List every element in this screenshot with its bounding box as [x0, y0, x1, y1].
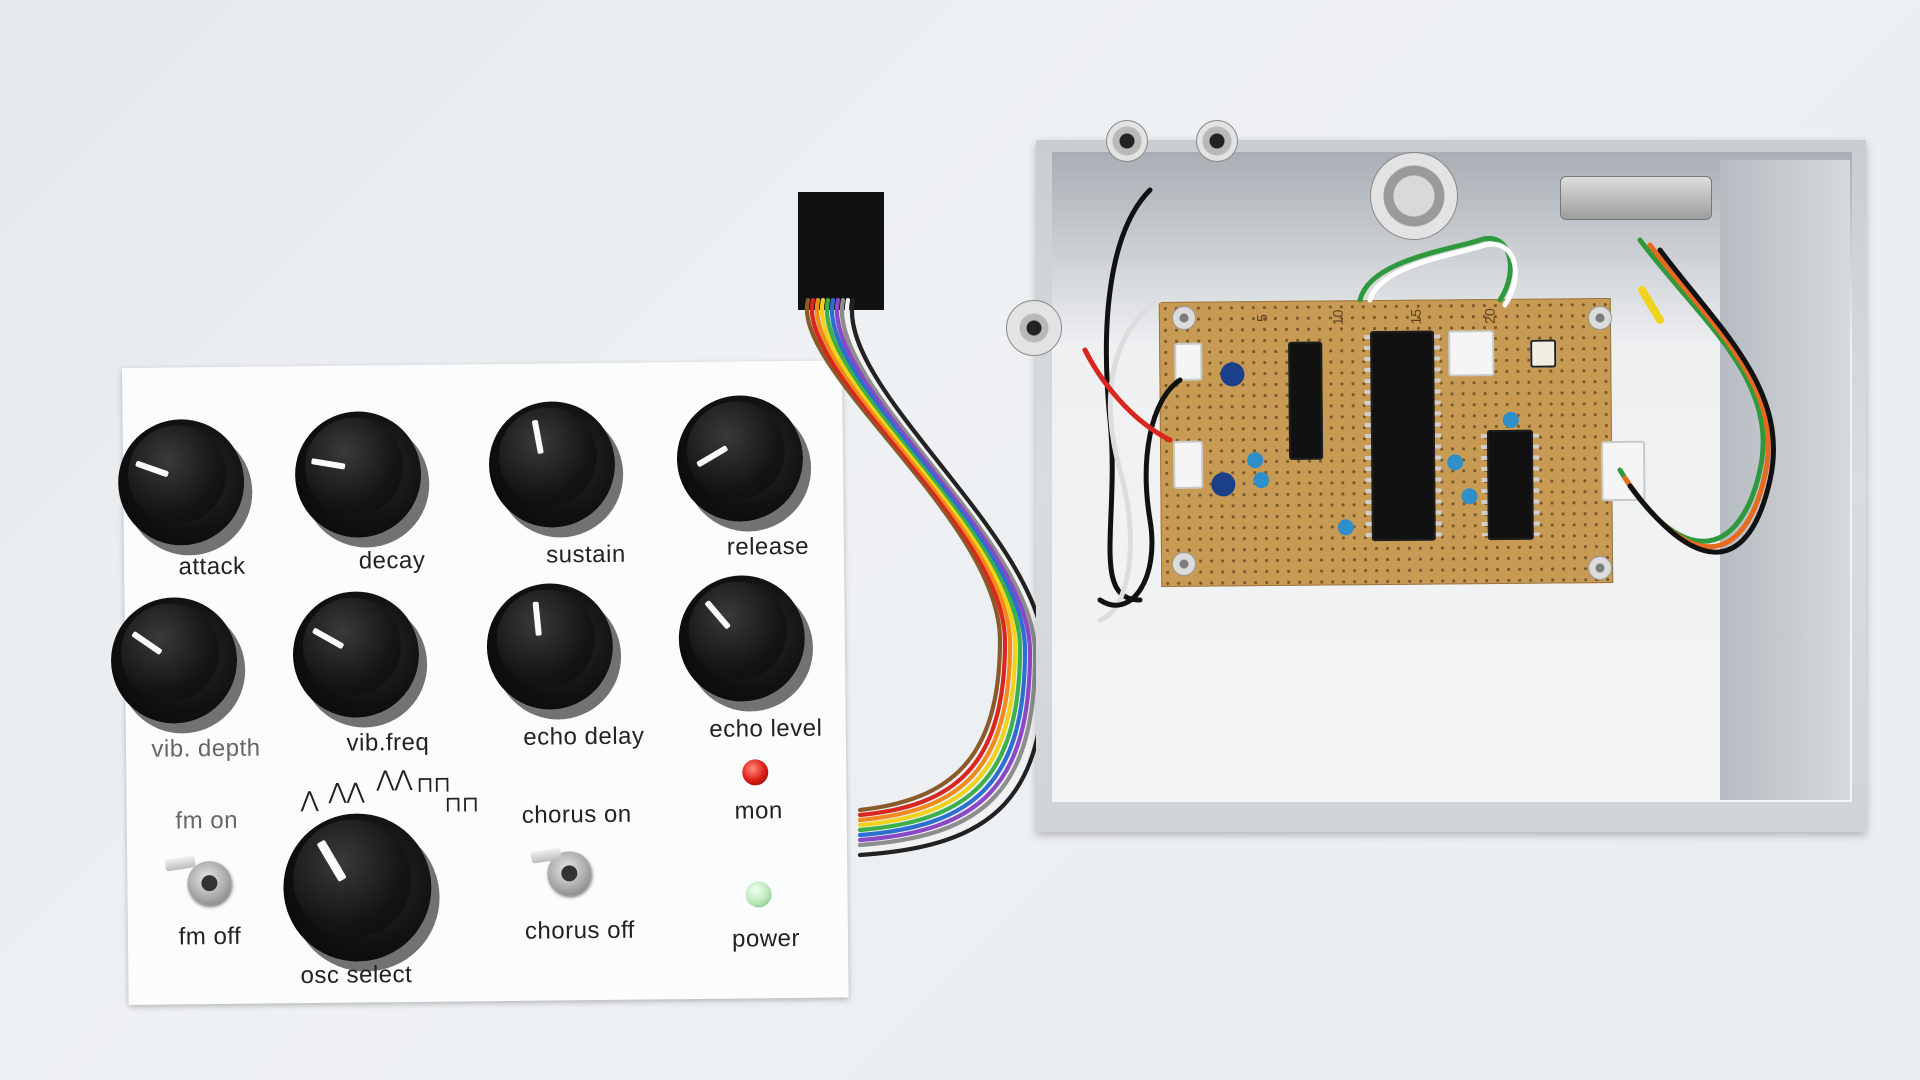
pcb-mount-screw-1 [1172, 306, 1196, 330]
dsub-connector [1560, 176, 1712, 220]
ribbon-connector [798, 192, 884, 310]
pcb-mount-screw-3 [1172, 552, 1196, 576]
power-jack [1006, 300, 1062, 356]
pcb-mount-screw-4 [1588, 556, 1612, 580]
audio-jack-2 [1196, 120, 1238, 162]
pcb-mount-screw-2 [1588, 306, 1612, 330]
enclosure-right-wall [1720, 160, 1850, 800]
audio-jack-1 [1106, 120, 1148, 162]
midi-din-connector [1370, 152, 1458, 240]
